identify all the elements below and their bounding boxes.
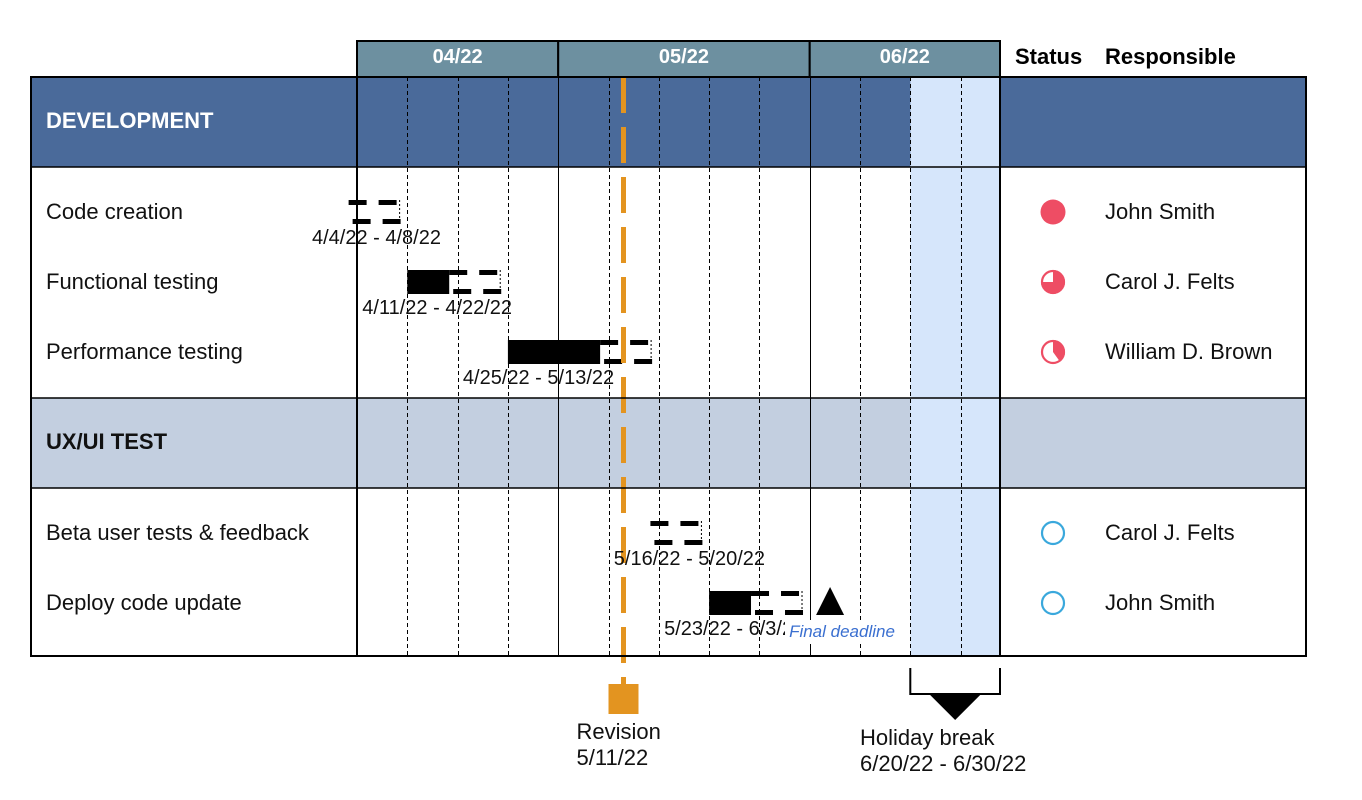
responsible-name: John Smith <box>1105 590 1216 615</box>
responsible-name: William D. Brown <box>1105 339 1273 364</box>
responsible-name: Carol J. Felts <box>1105 269 1235 294</box>
task-date-label: 4/25/22 - 5/13/22 <box>462 367 615 389</box>
status-icon <box>1040 199 1066 225</box>
task-label: Deploy code update <box>46 590 242 615</box>
task-label: Functional testing <box>46 269 219 294</box>
holiday-title: Holiday break <box>860 725 995 750</box>
holiday-shading <box>910 77 1000 656</box>
holiday-dates: 6/20/22 - 6/30/22 <box>860 751 1027 776</box>
revision-date: 5/11/22 <box>576 745 649 770</box>
status-icon <box>1040 590 1066 616</box>
month-header-cell <box>557 40 811 78</box>
task-bar-progress <box>507 340 601 364</box>
status-pie-slice <box>1041 270 1065 294</box>
grid-layer <box>407 77 962 656</box>
holiday-bracket <box>909 668 1001 695</box>
task-label: Performance testing <box>46 339 243 364</box>
marker-layer <box>608 77 1001 720</box>
month-header-cell <box>356 40 560 78</box>
section-label: UX/UI TEST <box>46 429 168 454</box>
task-label: Code creation <box>46 199 183 224</box>
revision-square-icon <box>608 684 639 714</box>
status-empty-circle <box>1040 590 1066 616</box>
final-deadline-label: Final deadline <box>785 620 899 644</box>
status-icon <box>1040 269 1066 295</box>
status-empty-circle <box>1040 520 1066 546</box>
section-label: DEVELOPMENT <box>46 108 214 133</box>
background-layer <box>31 40 1306 656</box>
revision-title: Revision <box>576 719 661 744</box>
section-band <box>31 77 1306 167</box>
task-bar-progress <box>407 270 450 294</box>
task-date-label: 5/16/22 - 5/20/22 <box>613 548 766 570</box>
bar-layer <box>348 199 1066 616</box>
status-full-circle <box>1040 199 1066 225</box>
holiday-arrow-icon <box>930 695 981 720</box>
status-icon <box>1040 339 1066 365</box>
responsible-name: Carol J. Felts <box>1105 520 1235 545</box>
task-date-label: 4/4/22 - 4/8/22 <box>312 227 441 249</box>
month-label: 04/22 <box>432 46 483 68</box>
status-column-header: Status <box>1015 44 1083 69</box>
month-label: 05/22 <box>658 46 709 68</box>
section-band <box>31 398 1306 488</box>
month-label: 06/22 <box>879 46 930 68</box>
task-date-label: 5/23/22 - 6/3/22 <box>664 618 805 640</box>
task-bar-progress <box>709 591 752 615</box>
status-icon <box>1040 520 1066 546</box>
task-date-label: 4/11/22 - 4/22/22 <box>362 297 513 319</box>
border-layer <box>30 76 1307 657</box>
milestone-triangle-icon <box>816 587 845 615</box>
responsible-name: John Smith <box>1105 199 1216 224</box>
status-pie-slice <box>1053 340 1066 362</box>
task-label: Beta user tests & feedback <box>46 520 309 545</box>
responsible-column-header: Responsible <box>1105 44 1236 69</box>
